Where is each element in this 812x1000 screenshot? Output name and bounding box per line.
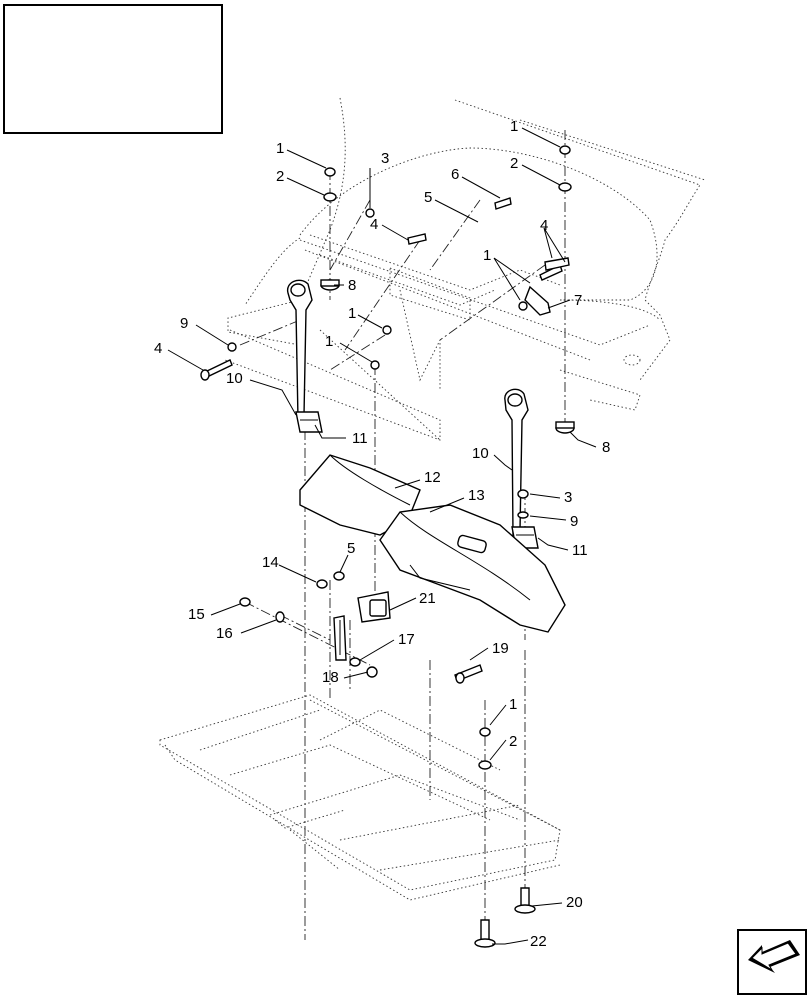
callout-4: 4 xyxy=(154,340,162,357)
leader-lines xyxy=(167,127,597,945)
callout-2: 2 xyxy=(510,155,518,172)
callout-20: 20 xyxy=(566,894,583,911)
callout-15: 15 xyxy=(188,606,205,623)
callout-2: 2 xyxy=(276,168,284,185)
callout-1: 1 xyxy=(483,247,491,264)
callout-7: 7 xyxy=(574,292,582,309)
callout-11: 11 xyxy=(352,430,368,447)
callout-21: 21 xyxy=(419,590,436,607)
callout-19: 19 xyxy=(492,640,509,657)
callout-5: 5 xyxy=(347,540,355,557)
callout-8: 8 xyxy=(348,277,356,294)
callout-12: 12 xyxy=(424,469,441,486)
callout-14: 14 xyxy=(262,554,279,571)
callout-5: 5 xyxy=(424,189,432,206)
callout-1: 1 xyxy=(510,118,518,135)
mounting-bracket-left xyxy=(286,279,323,433)
callout-1: 1 xyxy=(348,305,356,322)
callout-9: 9 xyxy=(570,513,578,530)
callout-1: 1 xyxy=(509,696,517,713)
cab-body-outline xyxy=(224,97,706,441)
floor-frame-outline xyxy=(159,694,561,901)
callout-22: 22 xyxy=(530,933,547,950)
callout-9: 9 xyxy=(180,315,188,332)
callout-4: 4 xyxy=(540,217,548,234)
callout-11: 11 xyxy=(572,542,588,559)
callout-1: 1 xyxy=(276,140,284,157)
callout-18: 18 xyxy=(322,669,339,686)
callout-17: 17 xyxy=(398,631,415,648)
callout-10: 10 xyxy=(226,370,243,387)
cover-panel-13 xyxy=(379,504,566,633)
callout-3: 3 xyxy=(381,150,389,167)
fasteners xyxy=(200,145,575,948)
callout-10: 10 xyxy=(472,445,489,462)
callout-labels: 1 2 1 2 3 6 5 4 4 1 8 7 9 1 4 1 10 11 8 … xyxy=(154,118,610,950)
callout-4: 4 xyxy=(370,216,378,233)
arrow-back-icon[interactable] xyxy=(737,929,807,995)
callout-8: 8 xyxy=(602,439,610,456)
title-block-frame xyxy=(3,4,223,134)
callout-16: 16 xyxy=(216,625,233,642)
callout-13: 13 xyxy=(468,487,485,504)
callout-1: 1 xyxy=(325,333,333,350)
callout-2: 2 xyxy=(509,733,517,750)
callout-3: 3 xyxy=(564,489,572,506)
callout-6: 6 xyxy=(451,166,459,183)
